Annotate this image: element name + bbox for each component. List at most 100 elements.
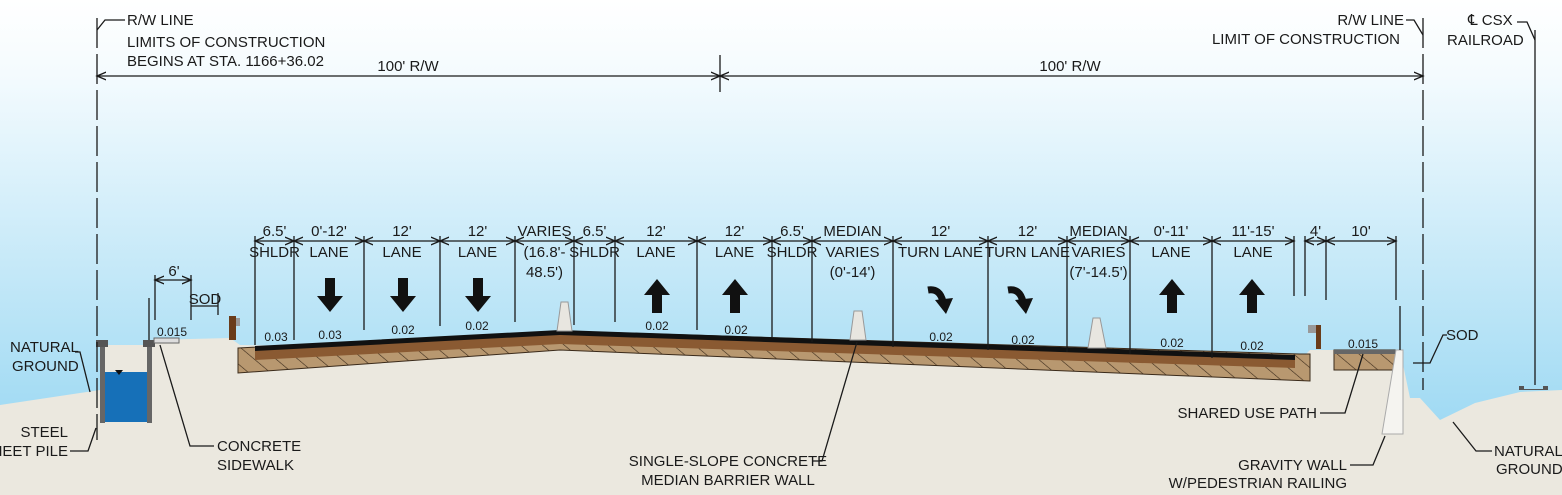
cross-slope-value: 0.02 <box>465 319 489 333</box>
natural-ground-right-label-2: GROUND <box>1496 461 1562 478</box>
segment-name: (16.8'- <box>523 244 565 261</box>
sod-label-right: SOD <box>1446 327 1479 344</box>
up-arrow-icon <box>1159 279 1185 313</box>
pavement-base <box>255 332 1295 368</box>
pile-cap-left <box>96 340 108 347</box>
segment-dimension: 4' <box>1310 223 1321 240</box>
turn-arrow-head <box>935 298 953 314</box>
limits-label: LIMITS OF CONSTRUCTION <box>127 34 325 51</box>
railroad-label: RAILROAD <box>1447 32 1524 49</box>
cross-slope-value: 0.015 <box>1348 337 1378 351</box>
up-arrow-icon <box>1239 279 1265 313</box>
cross-slope-value: 0.02 <box>1240 339 1264 353</box>
sheet-pile-label-2: SHEET PILE <box>0 443 68 460</box>
segment-dimension: 6.5' <box>263 223 287 240</box>
gravity-wall-label-2: W/PEDESTRIAN RAILING <box>1169 475 1347 492</box>
segment-dimension: 11'-15' <box>1232 223 1275 240</box>
down-arrow-icon <box>390 278 416 312</box>
sheet-pile-label: STEEL <box>20 424 68 441</box>
segment-dimension: 0'-12' <box>311 223 347 240</box>
sidewalk-dim-label: 6' <box>168 263 179 280</box>
segment-dimension: VARIES <box>518 223 572 240</box>
concrete-sidewalk <box>153 337 180 344</box>
leader-rw-right <box>1406 19 1424 36</box>
lane-direction-arrows <box>317 278 1265 314</box>
sidewalk-label: CONCRETE <box>217 438 301 455</box>
median-barrier-1 <box>556 301 573 332</box>
natural-ground-left-label: NATURAL <box>10 339 79 356</box>
segment-dimension: 12' <box>931 223 951 240</box>
up-arrow-icon <box>722 279 748 313</box>
segment-name: LANE <box>715 244 754 261</box>
segment-dimension: 12' <box>646 223 666 240</box>
leader-natural-ground-left <box>75 351 91 393</box>
segment-name: SHLDR <box>249 244 300 261</box>
leader-gravity-wall <box>1350 435 1386 466</box>
cross-slope-value: 0.02 <box>1011 333 1035 347</box>
down-arrow-icon <box>317 278 343 312</box>
gravity-wall <box>1381 349 1404 435</box>
rw-left-label: 100' R/W <box>377 58 439 75</box>
turn-arrow-head <box>1015 298 1033 314</box>
segment-extra: (0'-14') <box>830 264 876 281</box>
leader-csx <box>1517 21 1536 41</box>
leader-median-barrier <box>812 341 858 462</box>
leader-natural-ground-right <box>1452 421 1492 452</box>
leader-shared-use-path <box>1320 353 1364 414</box>
segment-extra: (7'-14.5') <box>1069 264 1127 281</box>
segment-dimension: 6.5' <box>780 223 804 240</box>
segment-name: LANE <box>309 244 348 261</box>
sidewalk-label-2: SIDEWALK <box>217 457 294 474</box>
segment-dimension: MEDIAN <box>1069 223 1127 240</box>
segment-name: VARIES <box>826 244 880 261</box>
cross-slope-value: 0.03 <box>318 328 342 342</box>
limit-right-label: LIMIT OF CONSTRUCTION <box>1212 31 1400 48</box>
curb-reflector <box>236 318 240 326</box>
natural-ground-right-label: NATURAL <box>1494 443 1562 460</box>
cross-slope-value: 0.03 <box>264 330 288 344</box>
path-surface <box>1334 350 1396 354</box>
down-arrow-icon <box>465 278 491 312</box>
segment-dimension: 12' <box>468 223 488 240</box>
up-arrow-icon <box>644 279 670 313</box>
segment-name: SHLDR <box>767 244 818 261</box>
median-barrier-label: SINGLE-SLOPE CONCRETE <box>629 453 827 470</box>
segment-dimension: 12' <box>392 223 412 240</box>
rw-right-label: 100' R/W <box>1039 58 1101 75</box>
sidewalk-slope: 0.015 <box>157 325 187 339</box>
curb-left <box>229 316 236 340</box>
station-label: BEGINS AT STA. 1166+36.02 <box>127 53 324 70</box>
median-barrier-2 <box>849 310 867 341</box>
csx-label: ℄ CSX <box>1467 12 1513 29</box>
cross-slope-value: 0.02 <box>645 319 669 333</box>
segment-dimension: MEDIAN <box>823 223 881 240</box>
ground <box>0 338 1562 495</box>
pile-cap-right <box>143 340 155 347</box>
segment-name: LANE <box>1151 244 1190 261</box>
segment-name: VARIES <box>1072 244 1126 261</box>
segment-dimension: 0'-11' <box>1154 223 1189 240</box>
segment-dimension: 6.5' <box>583 223 607 240</box>
segment-dimension: 12' <box>725 223 745 240</box>
cross-slope-value: 0.02 <box>391 323 415 337</box>
segment-dimension: 10' <box>1351 223 1371 240</box>
sod-label-left: SOD <box>189 291 222 308</box>
rw-line-label: R/W LINE <box>127 12 194 29</box>
segment-extra: 48.5') <box>526 264 563 281</box>
leader-rw-left <box>96 19 125 31</box>
water-level-icon <box>115 370 123 375</box>
sheet-pile-right <box>147 345 152 423</box>
median-barrier-label-2: MEDIAN BARRIER WALL <box>641 472 815 489</box>
cross-slope-value: 0.02 <box>1160 336 1184 350</box>
water-channel <box>104 372 148 422</box>
median-barrier-3 <box>1087 317 1107 349</box>
segment-name: TURN LANE <box>985 244 1070 261</box>
segment-name: LANE <box>382 244 421 261</box>
cross-slope-value: 0.02 <box>724 323 748 337</box>
shared-use-path-label: SHARED USE PATH <box>1178 405 1317 422</box>
segment-dimensions: 6.5' SHLDR 0'-12' LANE 12' LANE 12' LANE VARIES (… <box>249 223 1396 358</box>
leader-sheet-pile <box>70 427 97 452</box>
